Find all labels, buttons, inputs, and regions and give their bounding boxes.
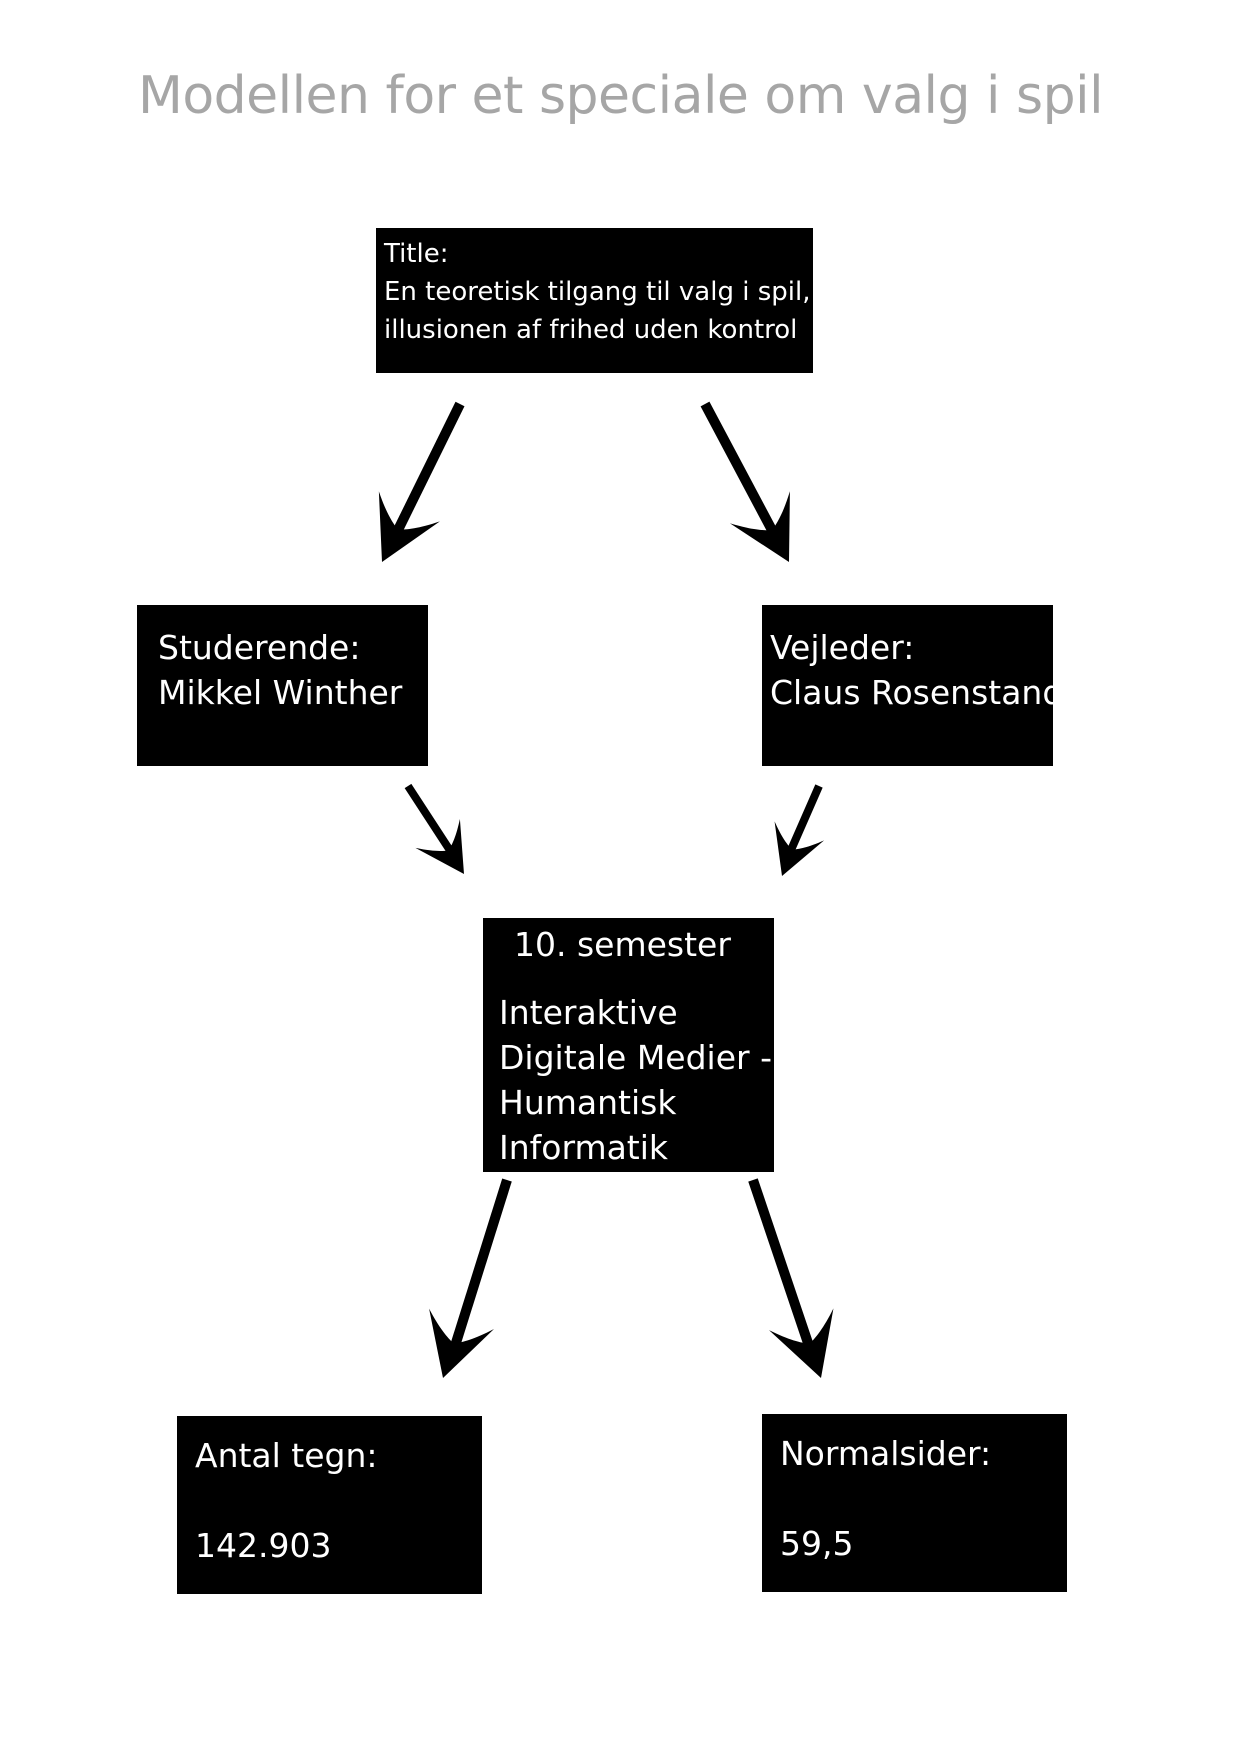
program-line-4: Informatik (499, 1128, 669, 1167)
title-box-line-1: En teoretisk tilgang til valg i spil, (384, 277, 811, 307)
supervisor-box: Vejleder: Claus Rosenstand (762, 605, 1064, 766)
page-title: Modellen for et speciale om valg i spil (137, 66, 1104, 126)
title-box-label: Title: (384, 239, 449, 269)
normal-pages-value: 59,5 (780, 1524, 854, 1563)
title-box-line-2: illusionen af frihed uden kontrol (384, 315, 798, 345)
program-line-3: Humantisk (499, 1083, 677, 1122)
student-label: Studerende: (158, 628, 361, 667)
arrow-semester-to-characters (410, 1178, 512, 1389)
normal-pages-label: Normalsider: (780, 1434, 992, 1473)
program-line-1: Interaktive (499, 993, 678, 1032)
normal-pages-box: Normalsider: 59,5 (762, 1414, 1067, 1592)
character-count-box: Antal tegn: 142.903 (177, 1416, 482, 1594)
semester-box: 10. semester Interaktive Digitale Medier… (483, 918, 774, 1172)
program-name: Interaktive Digitale Medier - Humantisk … (499, 990, 772, 1170)
student-box: Studerende: Mikkel Winther (137, 605, 428, 766)
supervisor-label: Vejleder: (770, 628, 915, 667)
arrow-title-to-student (351, 401, 465, 578)
program-line-2: Digitale Medier - (499, 1038, 772, 1077)
thesis-title-box: Title: En teoretisk tilgang til valg i s… (376, 228, 813, 373)
student-name: Mikkel Winther (158, 673, 403, 712)
arrow-semester-to-pages (748, 1178, 854, 1389)
arrow-title-to-supervisor (700, 401, 820, 578)
character-count-value: 142.903 (195, 1526, 332, 1565)
arrow-supervisor-to-semester (757, 784, 825, 886)
semester-label: 10. semester (514, 925, 731, 964)
supervisor-name: Claus Rosenstand (770, 673, 1064, 712)
character-count-label: Antal tegn: (195, 1436, 378, 1475)
arrow-student-to-semester (404, 783, 487, 889)
